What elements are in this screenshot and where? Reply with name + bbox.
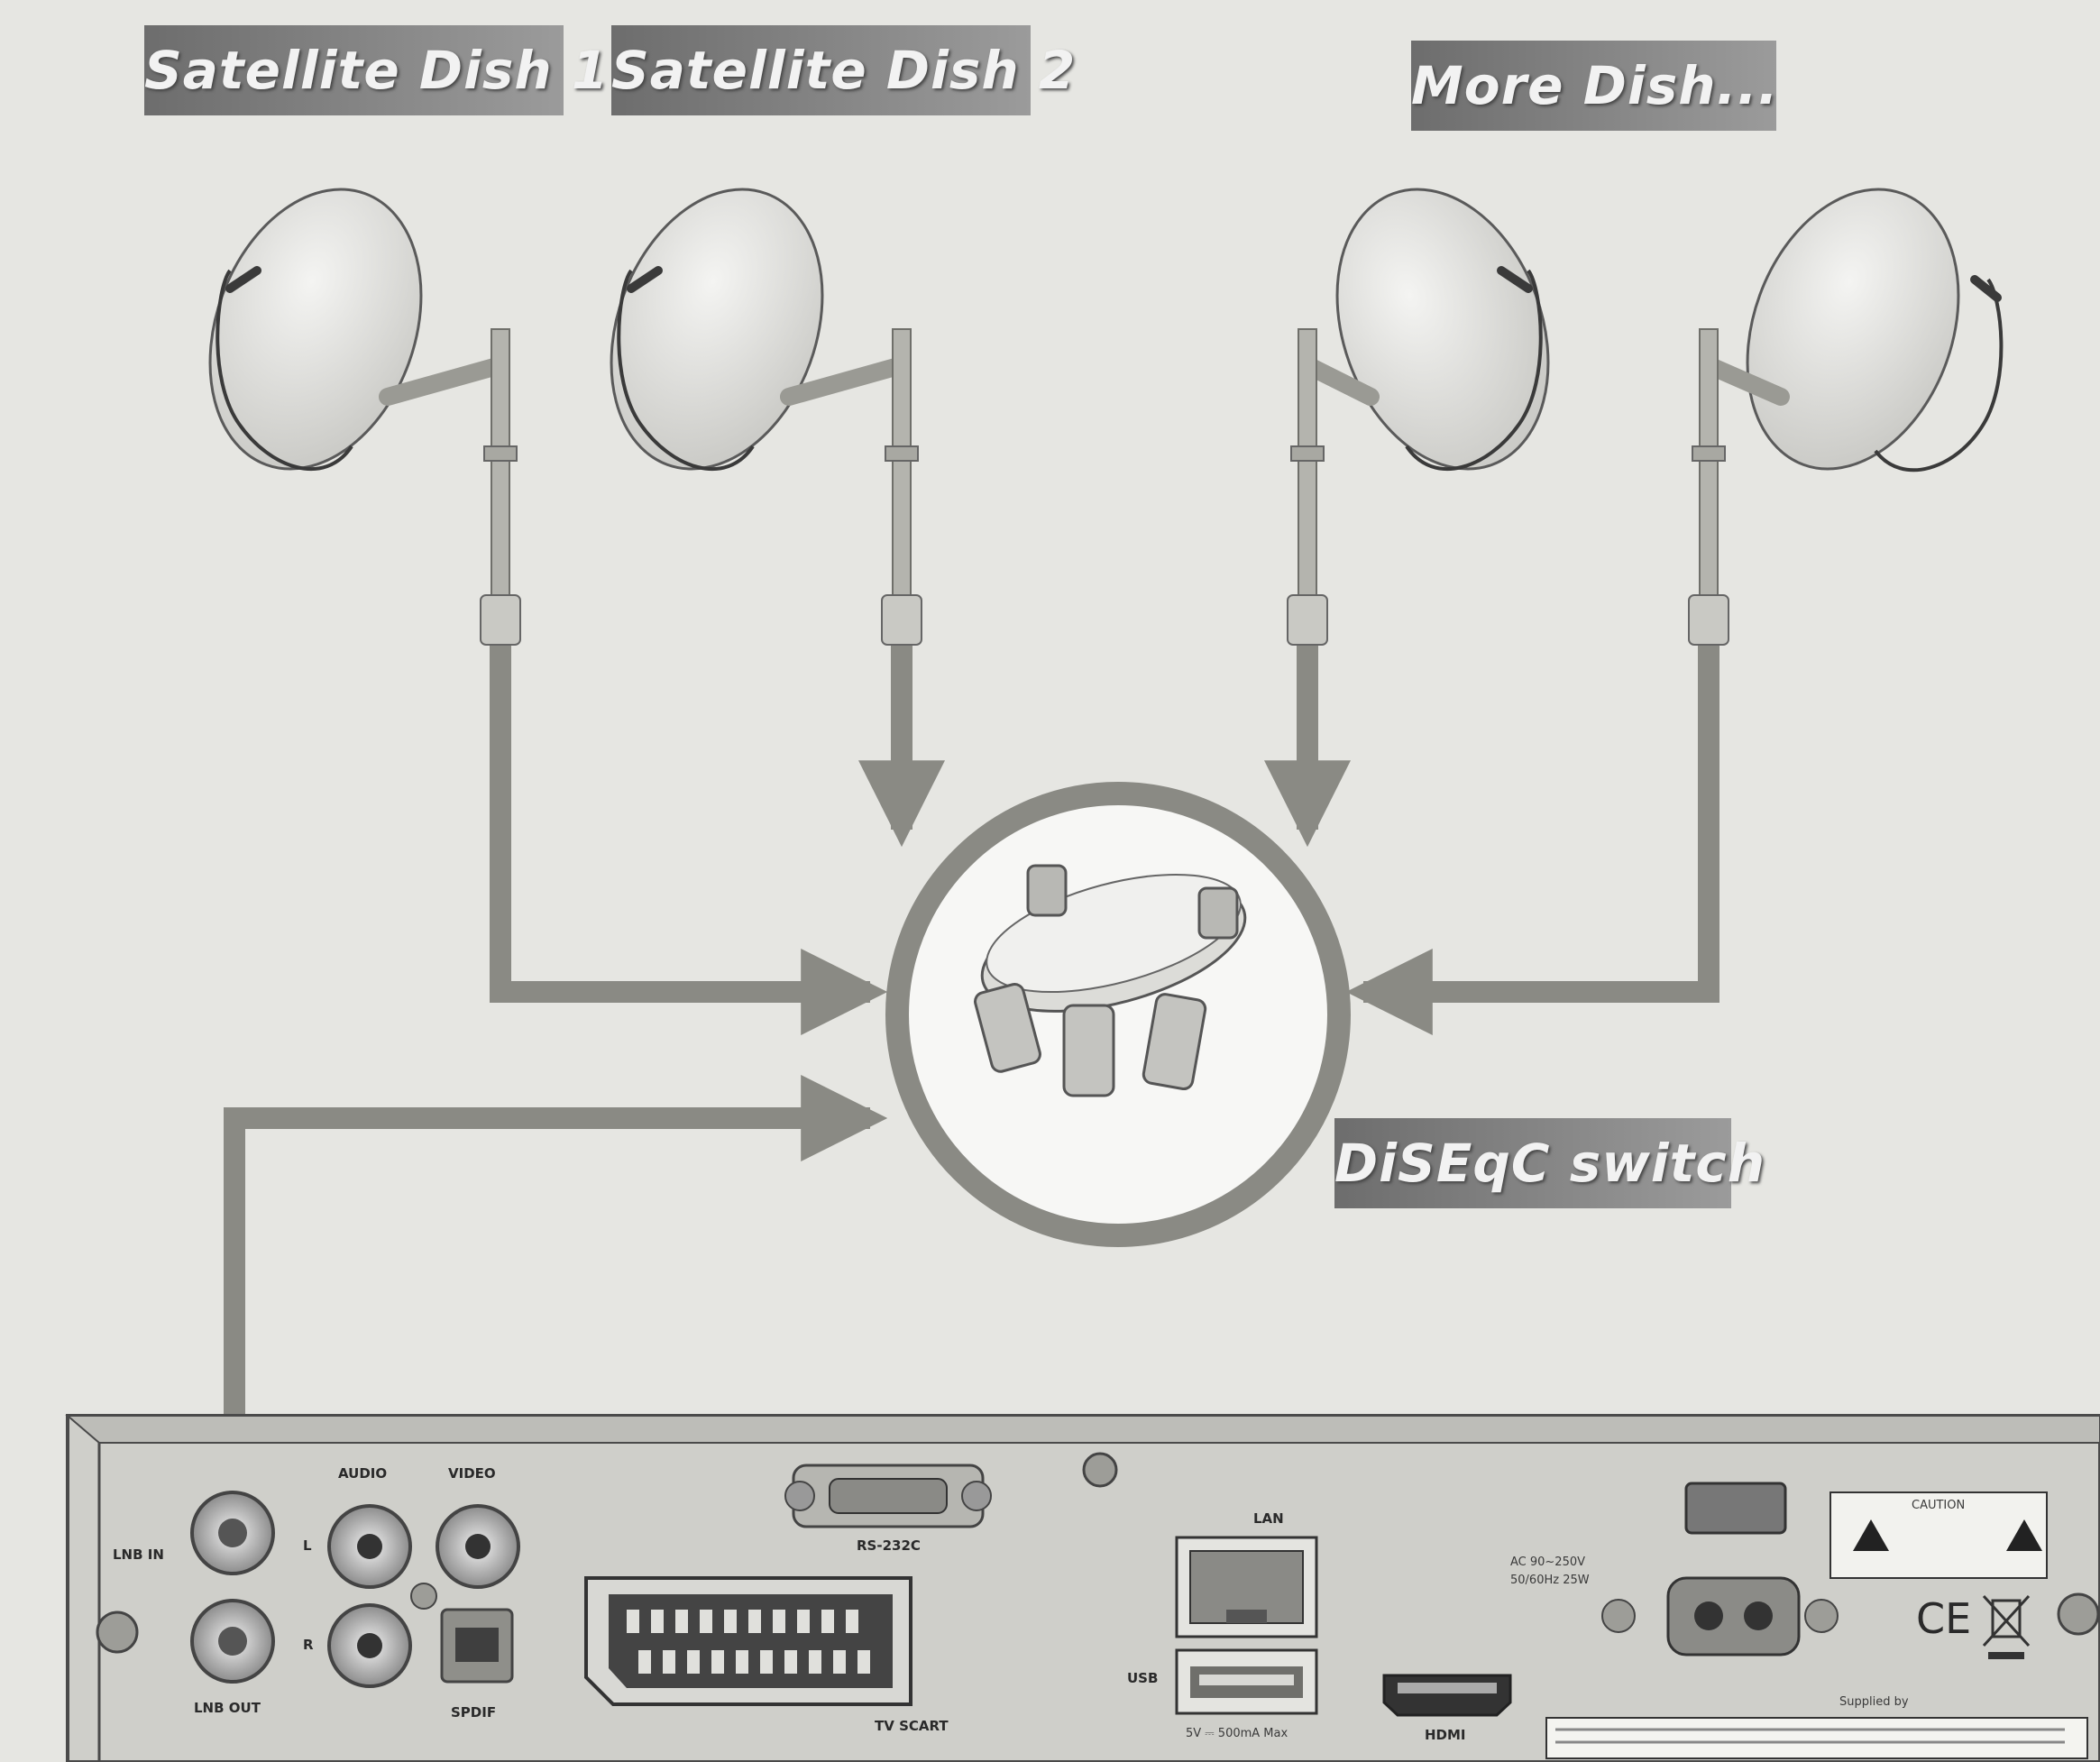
- usb-port: [1175, 1648, 1318, 1715]
- rs232-label: RS-232C: [857, 1537, 921, 1554]
- rs232-port: [784, 1464, 992, 1528]
- power-rating-label-2: 50/60Hz 25W: [1510, 1574, 1590, 1587]
- lnb-out-label: LNB OUT: [194, 1700, 261, 1716]
- caution-label: [1829, 1491, 2048, 1579]
- screw: [1082, 1452, 1118, 1488]
- tv-scart-label: TV SCART: [875, 1718, 949, 1734]
- caution-text: CAUTION: [1912, 1499, 1966, 1512]
- audio-left-label: L: [303, 1537, 312, 1554]
- screw: [410, 1583, 437, 1610]
- spdif-label: SPDIF: [451, 1704, 497, 1721]
- video-label: VIDEO: [448, 1465, 496, 1482]
- cable-to-receiver: [224, 1075, 888, 1479]
- hdmi-port: [1382, 1674, 1512, 1717]
- lan-label: LAN: [1253, 1510, 1284, 1527]
- satellite-dish-4: [1688, 188, 2004, 646]
- audio-left-port: [327, 1504, 412, 1589]
- usb-rating-label: 5V ⎓ 500mA Max: [1186, 1727, 1288, 1740]
- hdmi-label: HDMI: [1425, 1727, 1466, 1743]
- spdif-port: [440, 1608, 514, 1684]
- satellite-dish-2: [610, 188, 922, 646]
- power-rating-label-1: AC 90~250V: [1510, 1556, 1586, 1569]
- audio-right-label: R: [303, 1637, 314, 1653]
- lnb-out-port: [190, 1599, 275, 1684]
- satellite-dish-3: [1287, 188, 1550, 646]
- video-port: [436, 1504, 520, 1589]
- weee-bin-icon: [1982, 1594, 2031, 1659]
- supplied-by-label: Supplied by: [1839, 1695, 1909, 1709]
- ce-mark: CE: [1916, 1594, 1972, 1643]
- usb-label: USB: [1127, 1670, 1159, 1686]
- power-switch: [1684, 1482, 1787, 1535]
- scart-port: [584, 1576, 912, 1706]
- lnb-in-label: LNB IN: [113, 1546, 164, 1563]
- cable-dish-1: [490, 631, 888, 1035]
- power-socket: [1601, 1576, 1839, 1656]
- cable-dish-4: [1345, 631, 1719, 1035]
- satellite-dish-1: [208, 188, 521, 646]
- label-diseqc-switch: DiSEqC switch: [1334, 1118, 1765, 1208]
- lnb-in-port: [190, 1491, 275, 1575]
- diseqc-switch: [885, 782, 1351, 1247]
- label-more-dish: More Dish...: [1411, 41, 1778, 131]
- lan-port: [1175, 1536, 1318, 1638]
- receiver-back-panel: [65, 1414, 2100, 1762]
- sticker-panel: [1545, 1717, 2088, 1759]
- label-satellite-dish-1: Satellite Dish 1: [144, 25, 608, 115]
- label-satellite-dish-2: Satellite Dish 2: [611, 25, 1075, 115]
- audio-right-port: [327, 1603, 412, 1688]
- audio-label: AUDIO: [338, 1465, 388, 1482]
